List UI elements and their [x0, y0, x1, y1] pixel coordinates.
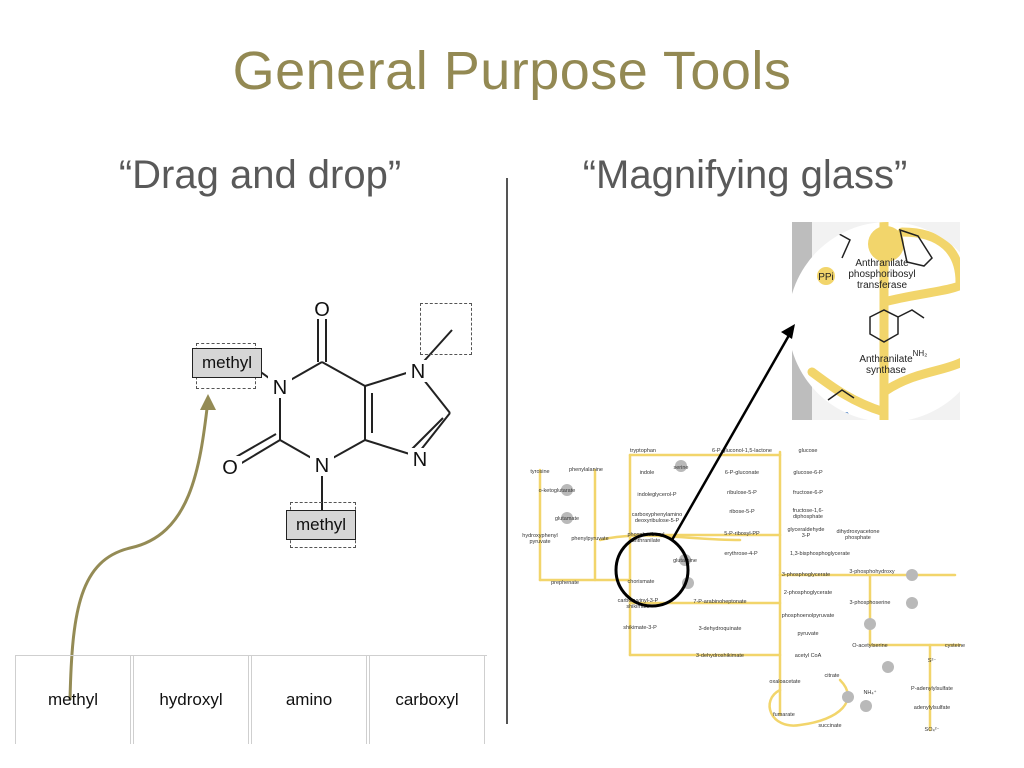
- pathway-label: indole: [640, 470, 655, 476]
- atom-o-left: O: [222, 457, 238, 479]
- pathway-label: carboxyphenylamino: [632, 512, 682, 518]
- pathway-label: chorismate: [628, 579, 655, 585]
- pathway-label: adenylylsulfate: [914, 705, 950, 711]
- atom-n-1: N: [273, 377, 287, 399]
- pathway-label: dihydroxyacetone: [836, 529, 879, 535]
- dropped-methyl-label-n3[interactable]: methyl: [286, 510, 357, 540]
- pathway-label: hydroxyphenyl: [522, 533, 557, 539]
- pathway-label: fumarate: [773, 712, 795, 718]
- pathway-label: 3-phosphoserine: [850, 600, 891, 606]
- pathway-label: 1,3-bisphosphoglycerate: [790, 551, 850, 557]
- pathway-label: 3-phosphohydroxy: [849, 569, 895, 575]
- metabolite-node: [561, 484, 573, 496]
- atom-n-3: N: [315, 455, 329, 477]
- pathway-label: ribulose-5-P: [727, 490, 757, 496]
- tile-amino[interactable]: amino: [251, 656, 367, 744]
- tile-hydroxyl[interactable]: hydroxyl: [133, 656, 249, 744]
- drag-and-drop-heading: “Drag and drop”: [118, 153, 402, 197]
- pathway-label: ribose-5-P: [729, 509, 755, 515]
- pathway-label: fructose-1,6-: [793, 508, 824, 514]
- pathway-label: indoleglycerol-P: [637, 492, 676, 498]
- enzyme2-line2: synthase: [866, 365, 906, 376]
- enzyme1-line1: Anthranilate: [855, 258, 909, 269]
- pathway-label: diphosphate: [793, 514, 823, 520]
- magnifier-circle[interactable]: [614, 532, 690, 608]
- pathway-label: 7-P-arabinoheptonate: [693, 599, 746, 605]
- metabolite-node: [860, 700, 872, 712]
- pathway-label: serine: [674, 465, 689, 471]
- enzyme1-line3: transferase: [857, 280, 907, 291]
- ppi-label: PPi: [818, 272, 834, 283]
- metabolite-node: [842, 691, 854, 703]
- magnifying-glass-heading: “Magnifying glass”: [582, 153, 908, 197]
- pathway-label: 3-P: [802, 533, 811, 539]
- pathway-label: pyruvate: [797, 631, 818, 637]
- pathway-label: O-acetylserine: [852, 643, 887, 649]
- pathway-label: prephenate: [551, 580, 579, 586]
- slide-title: General Purpose Tools: [232, 41, 792, 101]
- nh2-label: NH₂: [913, 349, 928, 358]
- drag-arrow: [68, 399, 210, 701]
- enzyme2-line1: Anthranilate: [859, 354, 913, 365]
- pathway-label: glutamate: [555, 516, 579, 522]
- pathway-label: 2-phosphoglycerate: [784, 590, 832, 596]
- metabolite-node: [864, 618, 876, 630]
- pathway-label: phenylpyruvate: [571, 536, 608, 542]
- metabolite-node: [561, 512, 573, 524]
- atom-o-top: O: [314, 299, 330, 321]
- pathway-label: cysteine: [945, 643, 965, 649]
- pathway-label: P-adenylylsulfate: [911, 686, 953, 692]
- tile-methyl[interactable]: methyl: [15, 656, 131, 744]
- drop-zone-n7[interactable]: [420, 303, 472, 355]
- metabolite-node: [906, 597, 918, 609]
- pathway-label: 3-dehydroquinate: [699, 626, 742, 632]
- pathway-label: shikimate-3-P: [623, 625, 657, 631]
- pathway-label: oxaloacetate: [769, 679, 800, 685]
- pathway-label: S²⁻: [928, 658, 937, 664]
- pathway-label: deoxyribulose-5-P: [635, 518, 680, 524]
- drag-arrowhead: [200, 394, 216, 410]
- metabolite-node: [906, 569, 918, 581]
- pathway-label: citrate: [825, 673, 840, 679]
- atom-n-9: N: [413, 449, 427, 471]
- pathway-label: acetyl CoA: [795, 653, 822, 659]
- pathway-label: 6-P-gluconate: [725, 470, 759, 476]
- pathway-label: phenylalanine: [569, 467, 603, 473]
- pathway-label: phosphate: [845, 535, 871, 541]
- pathway-label: 3-dehydroshikimate: [696, 653, 744, 659]
- pathway-label: o-ketoglutarate: [539, 488, 576, 494]
- pathway-label: 3-phosphoglycerate: [782, 572, 830, 578]
- pathway-label: tryptophan: [630, 448, 656, 454]
- pathway-label: NH₄⁺: [863, 689, 876, 696]
- pathway-label: glutamine: [673, 558, 697, 564]
- magnified-inset: PPi Anthranilate phosphoribosyl transfer…: [792, 222, 960, 420]
- metabolite-node: [675, 460, 687, 472]
- column-divider: [506, 178, 508, 724]
- enzyme1-line2: phosphoribosyl: [848, 269, 915, 280]
- pathway-label: tyrosine: [530, 469, 549, 475]
- pathway-label: 5-P-ribosyl-PP: [724, 531, 760, 537]
- functional-group-palette: methyl hydroxyl amino carboxyl: [15, 655, 487, 744]
- pathway-label: phosphoenolpyruvate: [782, 613, 835, 619]
- pathway-label: shikimate: [626, 604, 649, 610]
- pathway-label: glucose-6-P: [793, 470, 823, 476]
- zoom-arrowhead: [781, 324, 795, 339]
- atom-n-7: N: [411, 361, 425, 383]
- zoom-arrow: [670, 329, 794, 541]
- tile-carboxyl[interactable]: carboxyl: [369, 656, 485, 744]
- pathway-label: glucose: [799, 448, 818, 454]
- dropped-methyl-label-n1[interactable]: methyl: [192, 348, 263, 378]
- pathway-label: SO₄²⁻: [925, 727, 940, 733]
- pathway-label: succinate: [818, 723, 841, 729]
- pathway-label: erythrose-4-P: [724, 551, 758, 557]
- pathway-label: glyceraldehyde: [788, 527, 825, 533]
- pathway-label: 6-P-gluconol-1,5-lactone: [712, 448, 772, 454]
- pathway-label: carboxyvinyl-3-P: [618, 598, 659, 604]
- pathway-label: pyruvate: [529, 539, 550, 545]
- pathway-label: fructose-6-P: [793, 490, 823, 496]
- metabolite-node: [882, 661, 894, 673]
- pathway-label: anthranilate: [632, 538, 661, 544]
